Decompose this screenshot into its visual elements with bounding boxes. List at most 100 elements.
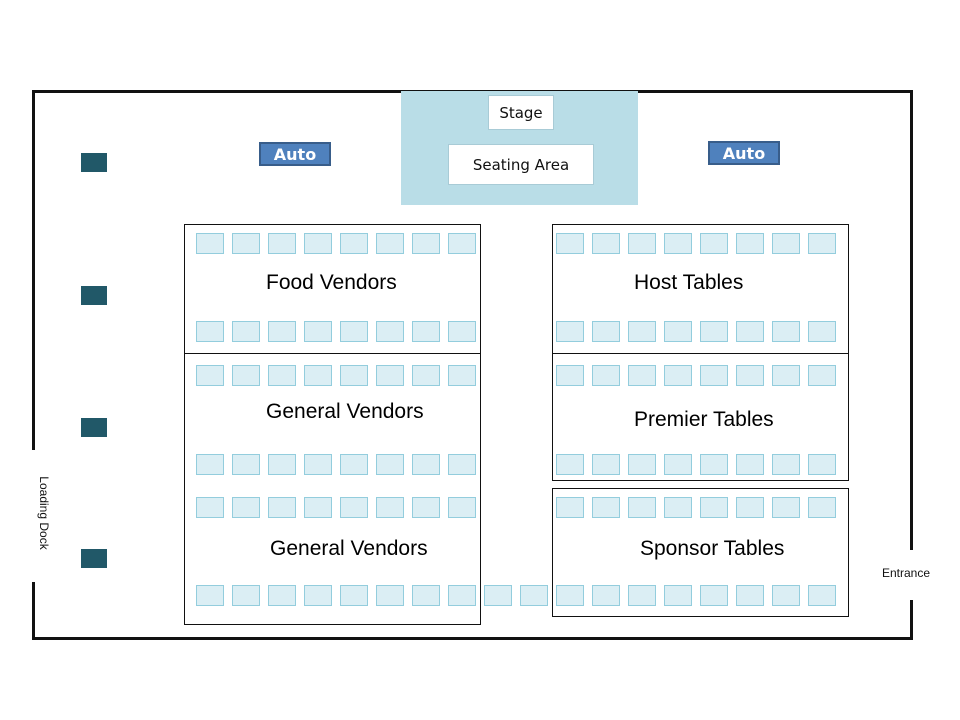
booth-host-tables[interactable] — [736, 321, 764, 342]
booth-general-vendors[interactable] — [340, 365, 368, 386]
booth-general-vendors[interactable] — [484, 585, 512, 606]
section-label-premier: Premier Tables — [634, 408, 774, 431]
booth-food-vendors[interactable] — [448, 233, 476, 254]
booth-sponsor-tables[interactable] — [736, 497, 764, 518]
booth-host-tables[interactable] — [628, 233, 656, 254]
booth-host-tables[interactable] — [556, 321, 584, 342]
booth-premier-tables[interactable] — [664, 454, 692, 475]
booth-host-tables[interactable] — [628, 321, 656, 342]
booth-general-vendors[interactable] — [196, 365, 224, 386]
booth-food-vendors[interactable] — [232, 321, 260, 342]
booth-food-vendors[interactable] — [412, 233, 440, 254]
booth-general-vendors[interactable] — [304, 454, 332, 475]
booth-food-vendors[interactable] — [268, 233, 296, 254]
booth-sponsor-tables[interactable] — [808, 585, 836, 606]
booth-general-vendors[interactable] — [448, 365, 476, 386]
booth-general-vendors[interactable] — [304, 365, 332, 386]
booth-premier-tables[interactable] — [592, 365, 620, 386]
booth-sponsor-tables[interactable] — [700, 497, 728, 518]
booth-sponsor-tables[interactable] — [592, 497, 620, 518]
booth-premier-tables[interactable] — [808, 365, 836, 386]
booth-general-vendors[interactable] — [232, 497, 260, 518]
booth-sponsor-tables[interactable] — [736, 585, 764, 606]
booth-general-vendors[interactable] — [232, 585, 260, 606]
booth-host-tables[interactable] — [736, 233, 764, 254]
booth-host-tables[interactable] — [664, 233, 692, 254]
booth-sponsor-tables[interactable] — [556, 585, 584, 606]
booth-general-vendors[interactable] — [232, 365, 260, 386]
booth-general-vendors[interactable] — [376, 365, 404, 386]
booth-general-vendors[interactable] — [376, 454, 404, 475]
booth-general-vendors[interactable] — [268, 585, 296, 606]
booth-premier-tables[interactable] — [808, 454, 836, 475]
booth-general-vendors[interactable] — [412, 497, 440, 518]
booth-general-vendors[interactable] — [268, 454, 296, 475]
booth-food-vendors[interactable] — [304, 321, 332, 342]
booth-sponsor-tables[interactable] — [700, 585, 728, 606]
booth-general-vendors[interactable] — [196, 585, 224, 606]
booth-host-tables[interactable] — [592, 233, 620, 254]
booth-general-vendors[interactable] — [268, 365, 296, 386]
booth-food-vendors[interactable] — [376, 233, 404, 254]
booth-premier-tables[interactable] — [736, 365, 764, 386]
booth-food-vendors[interactable] — [232, 233, 260, 254]
booth-general-vendors[interactable] — [448, 585, 476, 606]
booth-food-vendors[interactable] — [412, 321, 440, 342]
booth-general-vendors[interactable] — [268, 497, 296, 518]
booth-general-vendors[interactable] — [340, 454, 368, 475]
booth-premier-tables[interactable] — [772, 365, 800, 386]
booth-food-vendors[interactable] — [340, 233, 368, 254]
booth-premier-tables[interactable] — [772, 454, 800, 475]
booth-sponsor-tables[interactable] — [592, 585, 620, 606]
booth-general-vendors[interactable] — [304, 585, 332, 606]
booth-host-tables[interactable] — [700, 321, 728, 342]
booth-food-vendors[interactable] — [304, 233, 332, 254]
booth-premier-tables[interactable] — [700, 365, 728, 386]
booth-sponsor-tables[interactable] — [628, 497, 656, 518]
booth-general-vendors[interactable] — [232, 454, 260, 475]
booth-premier-tables[interactable] — [700, 454, 728, 475]
booth-premier-tables[interactable] — [736, 454, 764, 475]
booth-food-vendors[interactable] — [196, 321, 224, 342]
booth-sponsor-tables[interactable] — [556, 497, 584, 518]
booth-host-tables[interactable] — [556, 233, 584, 254]
booth-general-vendors[interactable] — [412, 365, 440, 386]
booth-general-vendors[interactable] — [376, 497, 404, 518]
booth-sponsor-tables[interactable] — [772, 497, 800, 518]
booth-premier-tables[interactable] — [556, 365, 584, 386]
booth-sponsor-tables[interactable] — [664, 497, 692, 518]
booth-sponsor-tables[interactable] — [664, 585, 692, 606]
booth-general-vendors[interactable] — [412, 454, 440, 475]
booth-host-tables[interactable] — [808, 321, 836, 342]
booth-food-vendors[interactable] — [448, 321, 476, 342]
booth-host-tables[interactable] — [772, 233, 800, 254]
dock-door — [81, 549, 107, 568]
booth-host-tables[interactable] — [700, 233, 728, 254]
booth-food-vendors[interactable] — [196, 233, 224, 254]
booth-host-tables[interactable] — [808, 233, 836, 254]
booth-general-vendors[interactable] — [304, 497, 332, 518]
booth-premier-tables[interactable] — [592, 454, 620, 475]
booth-food-vendors[interactable] — [376, 321, 404, 342]
booth-general-vendors[interactable] — [376, 585, 404, 606]
booth-general-vendors[interactable] — [412, 585, 440, 606]
booth-host-tables[interactable] — [664, 321, 692, 342]
booth-general-vendors[interactable] — [196, 497, 224, 518]
booth-general-vendors[interactable] — [448, 497, 476, 518]
booth-sponsor-tables[interactable] — [808, 497, 836, 518]
booth-general-vendors[interactable] — [196, 454, 224, 475]
booth-food-vendors[interactable] — [340, 321, 368, 342]
booth-general-vendors[interactable] — [340, 497, 368, 518]
booth-premier-tables[interactable] — [556, 454, 584, 475]
booth-sponsor-tables[interactable] — [772, 585, 800, 606]
booth-premier-tables[interactable] — [628, 454, 656, 475]
booth-general-vendors[interactable] — [340, 585, 368, 606]
booth-general-vendors[interactable] — [520, 585, 548, 606]
booth-sponsor-tables[interactable] — [628, 585, 656, 606]
booth-host-tables[interactable] — [772, 321, 800, 342]
booth-food-vendors[interactable] — [268, 321, 296, 342]
booth-premier-tables[interactable] — [628, 365, 656, 386]
booth-host-tables[interactable] — [592, 321, 620, 342]
booth-general-vendors[interactable] — [448, 454, 476, 475]
booth-premier-tables[interactable] — [664, 365, 692, 386]
